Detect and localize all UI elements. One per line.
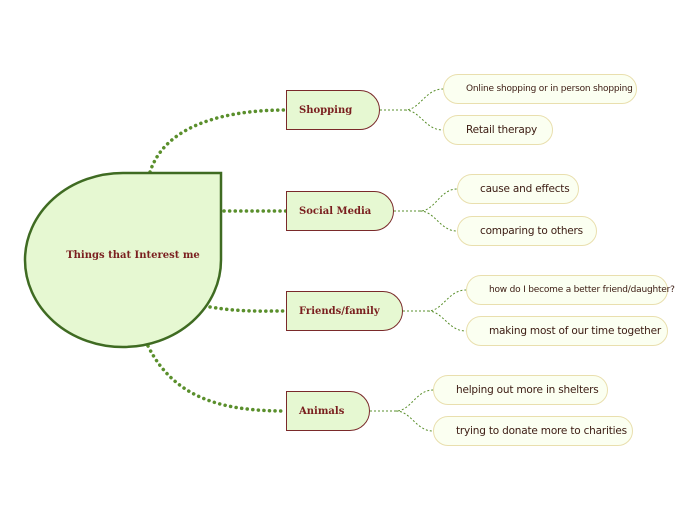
subconnector-friends-family (403, 289, 467, 332)
subtopic-better-friend[interactable]: how do I become a better friend/daughter… (466, 275, 675, 305)
central-node-shape (23, 171, 223, 349)
subconnector-animals (370, 389, 434, 432)
subtopic-cause-and-effects[interactable]: cause and effects (457, 174, 579, 204)
subtopic-label: Retail therapy (466, 124, 538, 136)
subtopic-label: trying to donate more to charities (456, 425, 627, 437)
topic-social-media[interactable]: Social Media (286, 191, 394, 231)
topic-animals-label: Animals (299, 405, 345, 417)
subconnector-shopping (380, 88, 444, 131)
topic-shopping[interactable]: Shopping (286, 90, 380, 130)
subtopic-label: making most of our time together (489, 325, 661, 337)
topic-animals[interactable]: Animals (286, 391, 370, 431)
subtopic-comparing-to-others[interactable]: comparing to others (457, 216, 597, 246)
subtopic-shelters[interactable]: helping out more in shelters (433, 375, 608, 405)
subtopic-label: cause and effects (480, 183, 570, 195)
topic-friends-family-label: Friends/family (299, 305, 380, 317)
topic-social-media-label: Social Media (299, 205, 372, 217)
connector-animals (146, 344, 288, 413)
subtopic-retail-therapy[interactable]: Retail therapy (443, 115, 553, 145)
subtopic-label: how do I become a better friend/daughter… (489, 285, 675, 295)
subtopic-label: helping out more in shelters (456, 384, 599, 396)
topic-friends-family[interactable]: Friends/family (286, 291, 403, 331)
connector-shopping (148, 108, 288, 174)
subtopic-label: comparing to others (480, 225, 583, 237)
subtopic-label: Online shopping or in person shopping (466, 84, 633, 94)
central-topic-label[interactable]: Things that Interest me (66, 250, 200, 261)
topic-shopping-label: Shopping (299, 104, 353, 116)
subtopic-online-shopping[interactable]: Online shopping or in person shopping (443, 74, 637, 104)
subconnector-social-media (394, 188, 458, 232)
subtopic-time-together[interactable]: making most of our time together (466, 316, 668, 346)
connector-friends-family (208, 305, 288, 313)
subtopic-donate-charities[interactable]: trying to donate more to charities (433, 416, 633, 446)
